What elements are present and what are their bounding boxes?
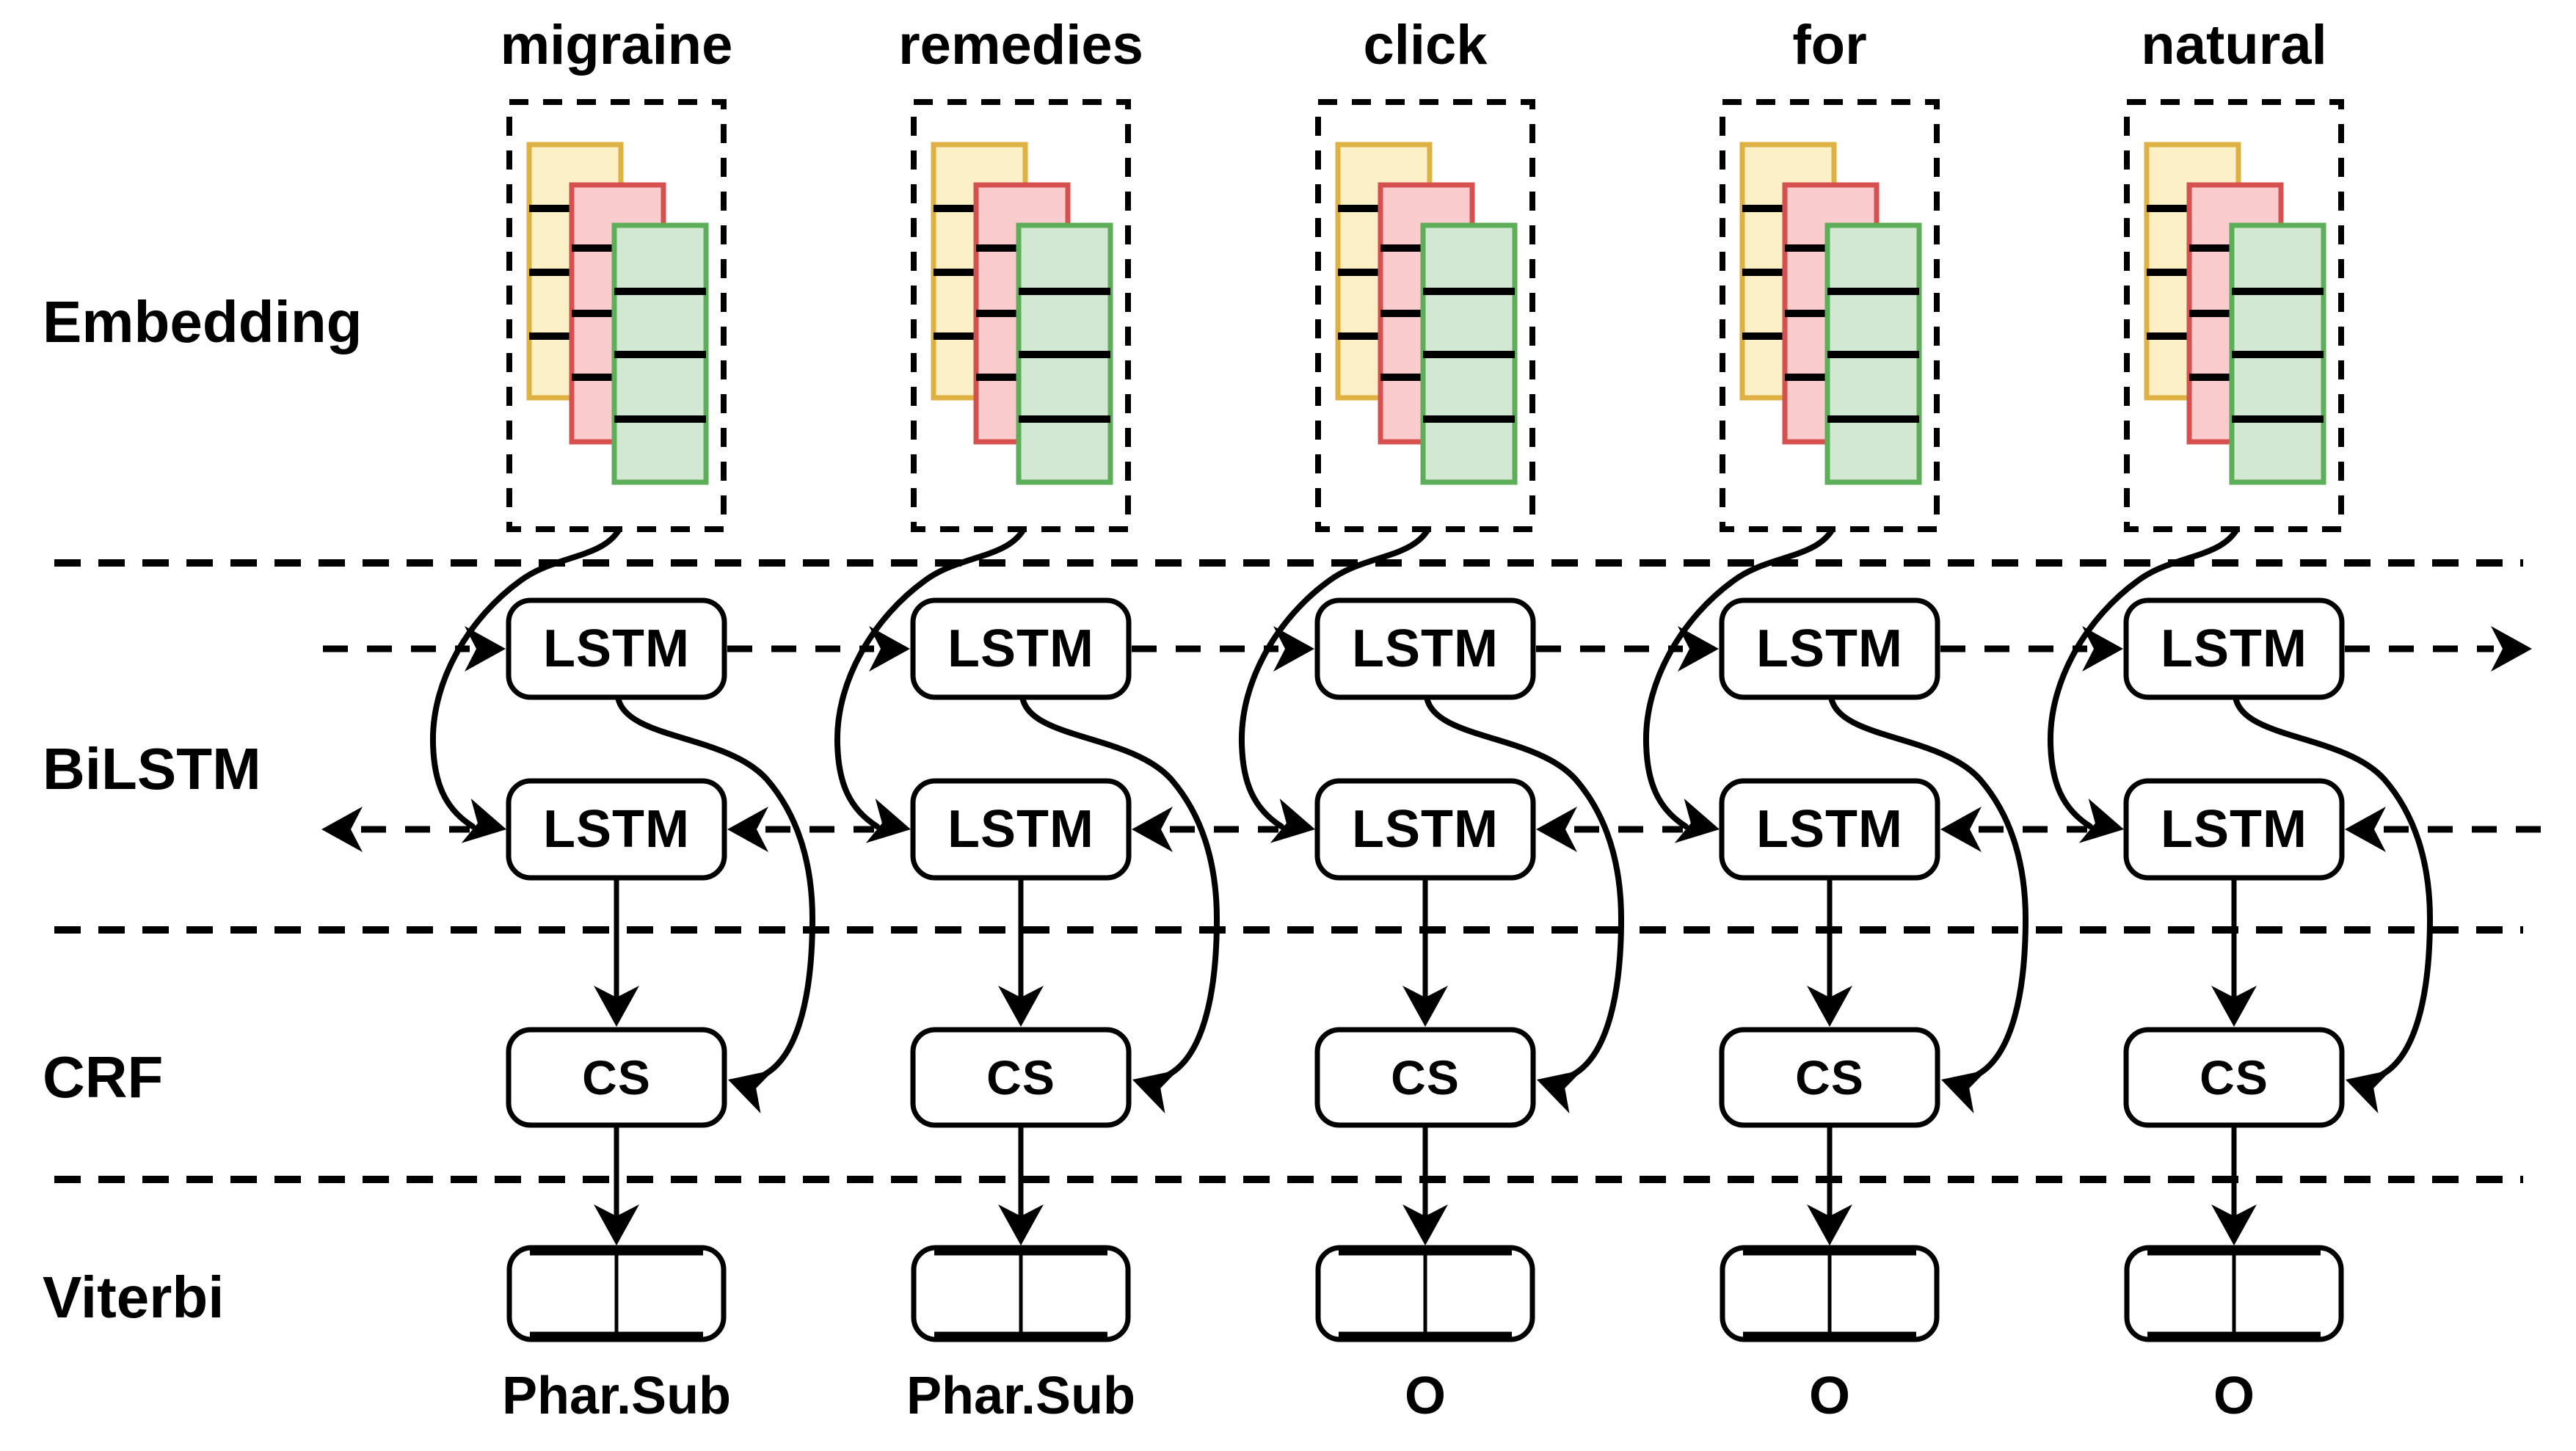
backward-lstm-label: LSTM: [2161, 800, 2307, 859]
layer-label-crf: CRF: [43, 1044, 164, 1110]
column-2-graphics: [727, 102, 1217, 1339]
column-4-graphics: [1536, 102, 2026, 1339]
forward-chain-exit-arrow-icon: [2491, 626, 2532, 672]
predicted-tag: Phar.Sub: [906, 1367, 1136, 1425]
token-word: for: [1792, 14, 1867, 76]
crf-score-label: CS: [1391, 1050, 1460, 1105]
forward-lstm-label: LSTM: [1352, 619, 1499, 678]
crf-score-label: CS: [2200, 1050, 2268, 1105]
token-word: natural: [2141, 14, 2327, 76]
backward-lstm-label: LSTM: [1352, 800, 1499, 859]
crf-score-label: CS: [582, 1050, 651, 1105]
layer-label-bilstm: BiLSTM: [43, 736, 261, 801]
predicted-tag: O: [2213, 1367, 2255, 1425]
token-word: migraine: [500, 14, 733, 76]
crf-score-label: CS: [986, 1050, 1055, 1105]
backward-lstm-label: LSTM: [543, 800, 690, 859]
token-word: click: [1363, 14, 1488, 76]
backward-chain-exit-arrow-icon: [321, 807, 363, 852]
predicted-tag: Phar.Sub: [501, 1367, 732, 1425]
forward-lstm-label: LSTM: [2161, 619, 2307, 678]
backward-lstm-label: LSTM: [1756, 800, 1903, 859]
forward-lstm-label: LSTM: [543, 619, 690, 678]
forward-lstm-label: LSTM: [947, 619, 1094, 678]
backward-lstm-label: LSTM: [947, 800, 1094, 859]
token-word: remedies: [898, 14, 1143, 76]
layer-label-viterbi: Viterbi: [43, 1265, 225, 1330]
column-5-graphics: [1940, 102, 2430, 1339]
layer-label-embedding: Embedding: [43, 289, 363, 354]
predicted-tag: O: [1404, 1367, 1446, 1425]
crf-score-label: CS: [1795, 1050, 1864, 1105]
forward-lstm-label: LSTM: [1756, 619, 1903, 678]
column-3-graphics: [1132, 102, 1621, 1339]
predicted-tag: O: [1808, 1367, 1850, 1425]
column-1-graphics: [323, 102, 812, 1339]
